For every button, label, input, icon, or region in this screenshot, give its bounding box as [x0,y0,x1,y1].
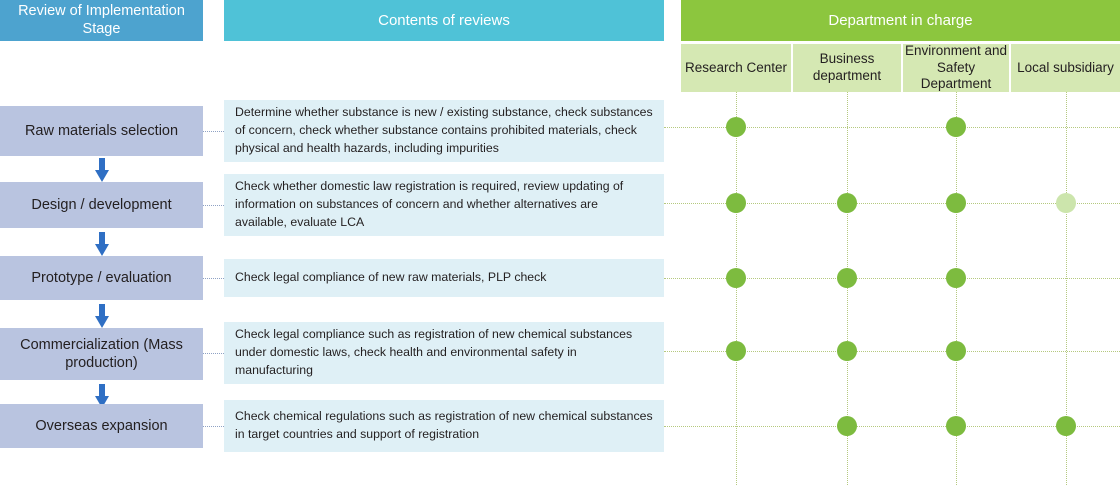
mark-row1-col2 [946,193,966,213]
flow-arrow-0 [95,158,109,182]
connector-row-2 [664,278,1120,279]
mark-row1-col1 [837,193,857,213]
dept-label-0: Research Center [684,59,788,75]
dept-column-environment-and-safety-department: Environment and Safety Department [903,42,1011,92]
mark-row3-col1 [837,341,857,361]
flow-arrow-head-0 [95,170,109,182]
content-box-3: Check legal compliance such as registrat… [224,322,664,384]
guide-line-col-0 [736,92,737,485]
mark-row2-col1 [837,268,857,288]
connector-stage-content-0 [203,131,224,132]
stage-box-0: Raw materials selection [0,106,203,156]
mark-row4-col2 [946,416,966,436]
header-review-stage: Review of Implementation Stage [0,0,203,41]
stage-label-1: Design / development [31,196,172,213]
flow-arrow-1 [95,232,109,256]
flow-arrow-2 [95,304,109,328]
stage-label-0: Raw materials selection [24,122,179,139]
flow-arrow-shaft-1 [99,232,105,246]
stage-box-4: Overseas expansion [0,404,203,448]
flow-arrow-shaft-2 [99,304,105,318]
stage-box-1: Design / development [0,182,203,228]
header-contents-of-reviews: Contents of reviews [224,0,664,41]
connector-stage-content-3 [203,353,224,354]
content-text-2: Check legal compliance of new raw materi… [235,270,547,285]
dept-label-1: Business department [812,51,882,83]
stage-label-4: Overseas expansion [35,417,168,434]
connector-stage-content-2 [203,278,224,279]
content-box-0: Determine whether substance is new / exi… [224,100,664,162]
mark-row4-col3 [1056,416,1076,436]
header-department-in-charge: Department in charge [681,0,1120,41]
content-text-0: Determine whether substance is new / exi… [235,105,653,155]
stage-label-2: Prototype / evaluation [31,269,172,286]
stage-label-3: Commercialization (Mass production) [20,336,183,371]
flow-arrow-head-2 [95,316,109,328]
content-box-1: Check whether domestic law registration … [224,174,664,236]
flow-arrow-head-1 [95,244,109,256]
stage-box-2: Prototype / evaluation [0,256,203,300]
mark-row1-col0 [726,193,746,213]
content-text-3: Check legal compliance such as registrat… [235,327,633,377]
guide-line-col-2 [956,92,957,485]
guide-line-col-1 [847,92,848,485]
mark-row2-col2 [946,268,966,288]
mark-row0-col0 [726,117,746,137]
dept-column-research-center: Research Center [681,44,793,92]
header-review-stage-label: Review of Implementation Stage [18,3,185,37]
mark-row4-col1 [837,416,857,436]
header-department-label: Department in charge [828,11,973,29]
guide-line-col-3 [1066,92,1067,485]
flow-arrow-shaft-3 [99,384,105,398]
content-text-1: Check whether domestic law registration … [235,179,624,229]
connector-stage-content-4 [203,426,224,427]
connector-row-3 [664,351,1120,352]
connector-stage-content-1 [203,205,224,206]
flow-arrow-shaft-0 [99,158,105,172]
stage-box-3: Commercialization (Mass production) [0,328,203,380]
mark-row1-col3 [1056,193,1076,213]
dept-label-2: Environment and Safety Department [904,42,1008,92]
mark-row0-col2 [946,117,966,137]
connector-row-0 [664,127,1120,128]
mark-row3-col0 [726,341,746,361]
dept-column-local-subsidiary: Local subsidiary [1011,44,1120,92]
connector-row-1 [664,203,1120,204]
content-box-4: Check chemical regulations such as regis… [224,400,664,452]
dept-label-3: Local subsidiary [1017,59,1114,75]
mark-row3-col2 [946,341,966,361]
header-contents-label: Contents of reviews [378,11,510,29]
content-box-2: Check legal compliance of new raw materi… [224,259,664,297]
content-text-4: Check chemical regulations such as regis… [235,409,653,441]
connector-row-4 [664,426,1120,427]
mark-row2-col0 [726,268,746,288]
dept-column-business-department: Business department [793,44,903,92]
